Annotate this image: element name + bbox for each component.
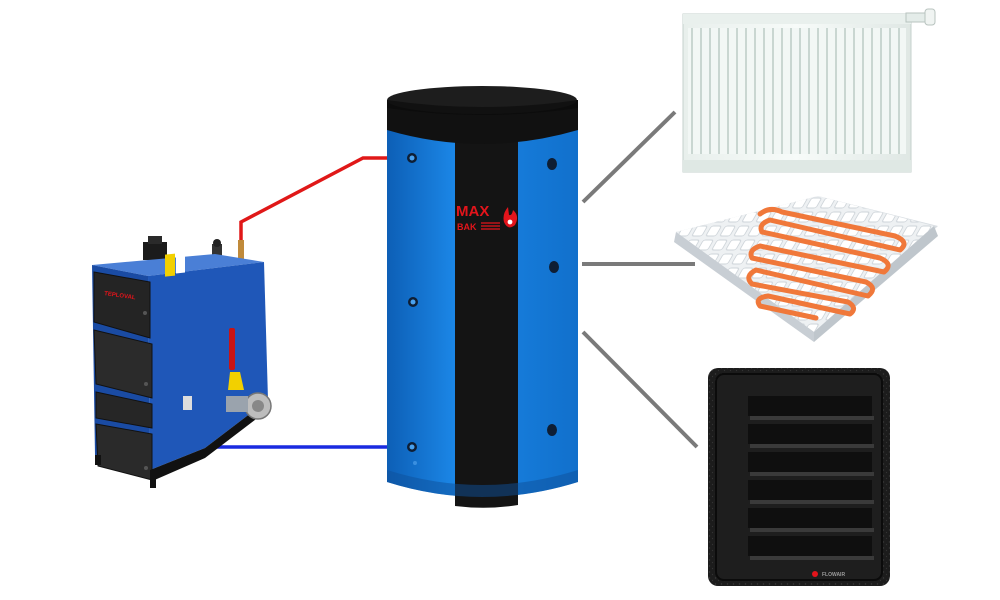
- buffer-tank-icon: MAX BAK: [387, 86, 578, 508]
- connector-radiator: [581, 110, 677, 204]
- solid-fuel-boiler-icon: TEPLOVAL: [92, 236, 272, 488]
- fan-heater-icon: FLOWAIR: [708, 368, 890, 586]
- maxbak-logo: MAX BAK: [456, 203, 518, 232]
- boiler-brand-logo: TEPLOVAL: [104, 291, 136, 301]
- underfloor-heating-icon: [674, 196, 938, 342]
- connector-fan-heater: [581, 330, 699, 449]
- fan-heater-louvers: [748, 396, 874, 560]
- connector-lines: [581, 110, 699, 449]
- svg-text:BAK: BAK: [457, 222, 477, 232]
- heater-brand-logo: FLOWAIR: [822, 572, 845, 578]
- tank-ports: [407, 153, 559, 465]
- panel-radiator-icon: [682, 8, 936, 173]
- supply-pipe: [239, 156, 412, 258]
- svg-text:MAX: MAX: [456, 203, 489, 220]
